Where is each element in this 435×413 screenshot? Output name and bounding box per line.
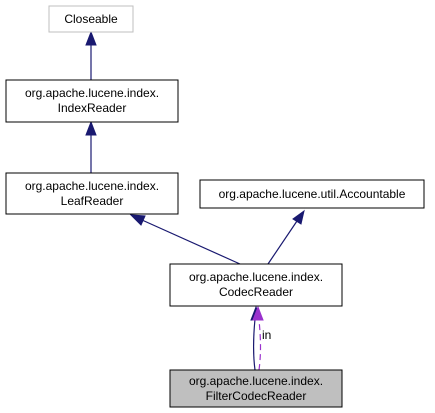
node-closeable-label: Closeable (64, 12, 118, 26)
node-index-reader-line1: org.apache.lucene.index. (25, 86, 159, 100)
node-filter-codec-reader[interactable]: org.apache.lucene.index. FilterCodecRead… (169, 369, 343, 408)
edge-indexreader-to-closeable (85, 30, 97, 80)
edge-usage-in: in (252, 305, 271, 371)
node-leaf-reader[interactable]: org.apache.lucene.index. LeafReader (5, 172, 179, 215)
node-accountable[interactable]: org.apache.lucene.util.Accountable (199, 179, 425, 209)
node-codec-reader-line1: org.apache.lucene.index. (189, 270, 323, 284)
node-filter-codec-reader-line1: org.apache.lucene.index. (189, 374, 323, 388)
node-leaf-reader-line1: org.apache.lucene.index. (25, 179, 159, 193)
edge-codecreader-to-leafreader (129, 214, 241, 265)
node-accountable-label: org.apache.lucene.util.Accountable (219, 187, 406, 201)
node-index-reader-line2: IndexReader (58, 101, 127, 115)
node-leaf-reader-line2: LeafReader (61, 194, 124, 208)
usage-edge-label: in (262, 328, 271, 342)
edge-leafreader-to-indexreader (85, 120, 97, 173)
node-codec-reader-line2: CodecReader (219, 285, 293, 299)
edge-codecreader-to-accountable (267, 209, 305, 265)
node-index-reader[interactable]: org.apache.lucene.index. IndexReader (5, 79, 179, 123)
node-codec-reader[interactable]: org.apache.lucene.index. CodecReader (169, 263, 343, 307)
node-closeable[interactable]: Closeable (48, 5, 134, 33)
node-filter-codec-reader-line2: FilterCodecReader (206, 389, 307, 403)
